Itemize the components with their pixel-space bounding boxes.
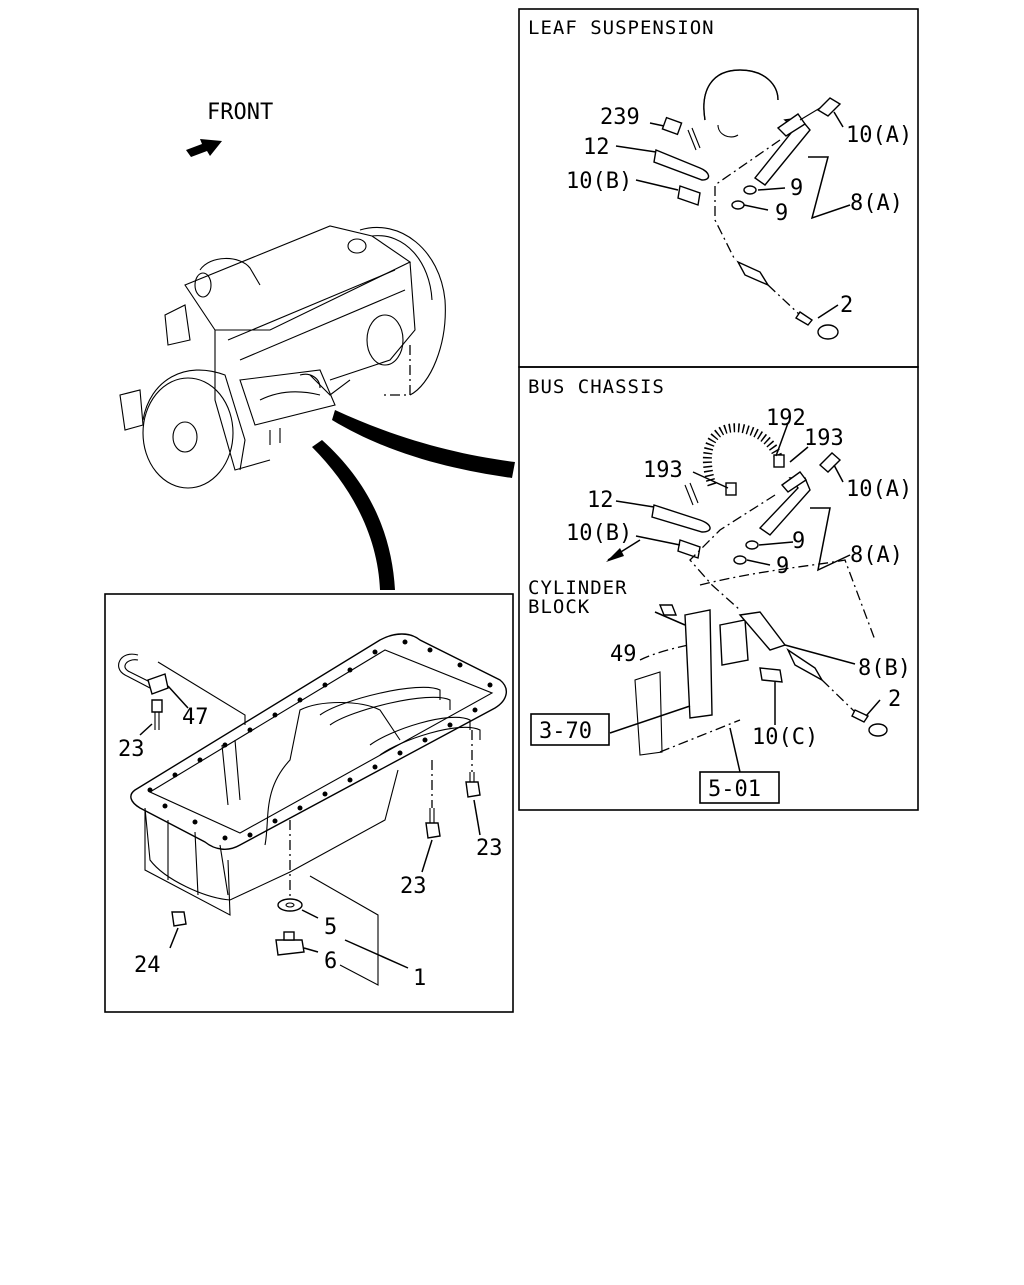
oilpan-label-23-left: 23 xyxy=(118,737,145,762)
bus-label-192: 192 xyxy=(766,406,806,431)
bus-label-10c: 10(C) xyxy=(752,725,818,750)
ref-3-70: 3-70 xyxy=(539,719,592,744)
bus-label-10a: 10(A) xyxy=(846,477,912,502)
bus-label-12: 12 xyxy=(587,488,614,513)
bus-chassis-title: BUS CHASSIS xyxy=(528,376,665,398)
leaf-suspension-title: LEAF SUSPENSION xyxy=(528,17,715,39)
bus-label-9-a: 9 xyxy=(792,529,805,554)
oilpan-label-47: 47 xyxy=(182,705,209,730)
leaf-label-8a: 8(A) xyxy=(850,191,903,216)
oilpan-label-24: 24 xyxy=(134,953,161,978)
oilpan-label-23-right: 23 xyxy=(476,836,503,861)
bus-label-193-a: 193 xyxy=(804,426,844,451)
front-arrow-icon xyxy=(186,139,222,157)
bus-label-2: 2 xyxy=(888,687,901,712)
leaf-label-9-a: 9 xyxy=(790,176,803,201)
bus-label-193-b: 193 xyxy=(643,458,683,483)
ref-box-5-01 xyxy=(699,771,780,804)
leaf-label-239: 239 xyxy=(600,105,640,130)
oilpan-label-6: 6 xyxy=(324,949,337,974)
bus-label-8a: 8(A) xyxy=(850,543,903,568)
leaf-label-12: 12 xyxy=(583,135,610,160)
oil-pan-panel: 47 23 23 23 5 6 1 24 xyxy=(104,593,514,1013)
bus-chassis-panel: BUS CHASSIS xyxy=(518,366,919,811)
bus-label-49: 49 xyxy=(610,642,637,667)
leaf-label-10a: 10(A) xyxy=(846,123,912,148)
ref-box-3-70 xyxy=(530,713,610,746)
engine-illustration xyxy=(119,225,515,590)
cylinder-block-line1: CYLINDER xyxy=(528,577,628,599)
cylinder-block-line2: BLOCK xyxy=(528,596,590,618)
leaf-label-9-b: 9 xyxy=(775,201,788,226)
bus-label-10b: 10(B) xyxy=(566,521,632,546)
leaf-label-10b: 10(B) xyxy=(566,169,632,194)
leaf-label-2: 2 xyxy=(840,293,853,318)
oilpan-label-23-mid: 23 xyxy=(400,874,427,899)
leaf-suspension-panel: LEAF SUSPENSION 239 xyxy=(518,8,919,368)
front-indicator: FRONT xyxy=(186,100,273,157)
oilpan-label-5: 5 xyxy=(324,915,337,940)
oilpan-label-1: 1 xyxy=(413,966,426,991)
bus-label-9-b: 9 xyxy=(776,554,789,579)
bus-label-8b: 8(B) xyxy=(858,656,911,681)
ref-5-01: 5-01 xyxy=(708,777,761,802)
front-label: FRONT xyxy=(207,100,273,125)
